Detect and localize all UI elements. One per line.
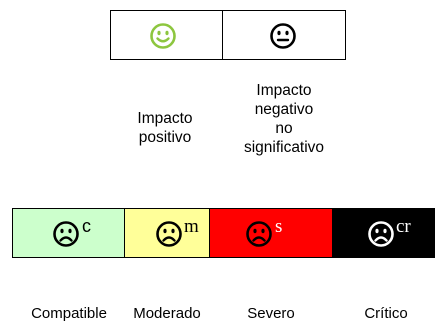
scale-cell-compatible: c bbox=[12, 208, 125, 258]
smiley-face-icon bbox=[149, 22, 177, 50]
scale-superscript-compatible: c bbox=[82, 216, 91, 236]
neutral-face-icon bbox=[269, 22, 297, 50]
sad-face-icon bbox=[52, 220, 80, 248]
scale-cell-critico: cr bbox=[332, 208, 435, 258]
scale-label-severo: Severo bbox=[247, 305, 295, 322]
scale-cell-severo: s bbox=[209, 208, 333, 258]
positive-impact-cell bbox=[110, 10, 223, 60]
sad-face-icon bbox=[155, 220, 183, 248]
scale-label-critico: Crítico bbox=[364, 305, 408, 322]
scale-cell-moderado: m bbox=[124, 208, 210, 258]
scale-superscript-moderado: m bbox=[184, 216, 199, 237]
positive-impact-caption: Impacto positivo bbox=[137, 110, 193, 146]
sad-face-icon bbox=[245, 220, 273, 248]
scale-superscript-severo: s bbox=[275, 216, 283, 237]
negative-non-significant-impact-caption: Impacto negativo no significativo bbox=[243, 82, 325, 156]
scale-label-compatible: Compatible bbox=[31, 305, 107, 322]
sad-face-icon bbox=[367, 220, 395, 248]
scale-label-moderado: Moderado bbox=[133, 305, 201, 322]
negative-non-significant-impact-cell bbox=[222, 10, 346, 60]
scale-superscript-critico: cr bbox=[396, 216, 411, 237]
